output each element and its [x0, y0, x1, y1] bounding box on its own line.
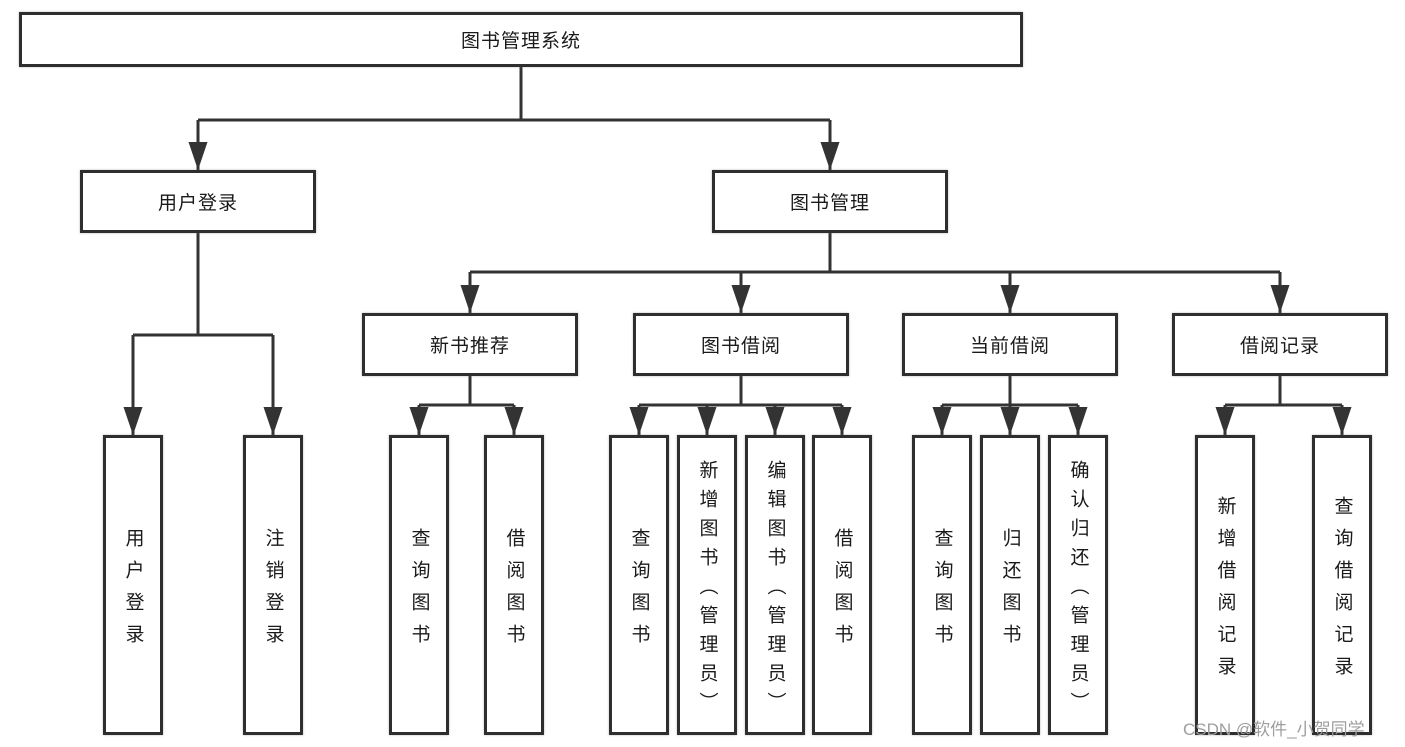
leaf-borrow-books-borrowing-label: 借阅图书: [831, 527, 853, 656]
leaf-return-books: 归还图书: [980, 435, 1040, 735]
leaf-add-borrowing-record: 新增借阅记录: [1195, 435, 1255, 735]
leaf-edit-books-admin: 编辑图书（管理员）: [745, 435, 805, 735]
node-new-book-recommendation: 新书推荐: [362, 313, 578, 376]
edge-records-rail: [1225, 376, 1342, 407]
leaf-add-borrowing-record-label: 新增借阅记录: [1214, 495, 1236, 688]
leaf-borrow-books-borrowing: 借阅图书: [812, 435, 872, 735]
leaf-query-borrowing-record: 查询借阅记录: [1312, 435, 1372, 735]
leaf-query-books-current-label: 查询图书: [931, 527, 953, 656]
edge-recommendation-rail: [419, 376, 514, 407]
node-book-management-label: 图书管理: [789, 193, 870, 214]
leaf-borrow-books-recommendation-label: 借阅图书: [503, 527, 525, 656]
node-borrowing-records-label: 借阅记录: [1239, 336, 1320, 357]
edge-current-rail: [942, 376, 1078, 407]
edge-book-management-rail: [470, 233, 1280, 274]
edge-root-rail: [198, 67, 830, 122]
node-borrowing-records: 借阅记录: [1172, 313, 1388, 376]
leaf-confirm-return-admin: 确认归还（管理员）: [1048, 435, 1108, 735]
node-current-borrowing: 当前借阅: [902, 313, 1118, 376]
node-book-borrowing: 图书借阅: [633, 313, 849, 376]
node-current-borrowing-label: 当前借阅: [969, 336, 1050, 357]
leaf-edit-books-admin-label: 编辑图书（管理员）: [764, 459, 786, 721]
node-user-login: 用户登录: [80, 170, 316, 233]
node-book-management: 图书管理: [712, 170, 948, 233]
leaf-add-books-admin: 新增图书（管理员）: [677, 435, 737, 735]
leaf-query-books-borrowing: 查询图书: [609, 435, 669, 735]
leaf-logout: 注销登录: [243, 435, 303, 735]
leaf-query-books-recommendation: 查询图书: [389, 435, 449, 735]
leaf-query-books-recommendation-label: 查询图书: [408, 527, 430, 656]
leaf-add-books-admin-label: 新增图书（管理员）: [696, 459, 718, 721]
leaf-user-login-label: 用户登录: [122, 527, 144, 656]
node-book-borrowing-label: 图书借阅: [700, 336, 781, 357]
leaf-borrow-books-recommendation: 借阅图书: [484, 435, 544, 735]
edge-user-login-rail: [133, 233, 273, 337]
leaf-return-books-label: 归还图书: [999, 527, 1021, 656]
leaf-query-borrowing-record-label: 查询借阅记录: [1331, 495, 1353, 688]
leaf-query-books-borrowing-label: 查询图书: [628, 527, 650, 656]
node-book-management-system-label: 图书管理系统: [460, 31, 581, 52]
leaf-confirm-return-admin-label: 确认归还（管理员）: [1067, 459, 1089, 721]
node-user-login-label: 用户登录: [157, 193, 238, 214]
leaf-query-books-current: 查询图书: [912, 435, 972, 735]
csdn-watermark: CSDN @软件_小贺同学: [1183, 720, 1365, 739]
node-new-book-recommendation-label: 新书推荐: [429, 336, 510, 357]
leaf-user-login: 用户登录: [103, 435, 163, 735]
edge-borrowing-rail: [639, 376, 842, 407]
node-book-management-system: 图书管理系统: [19, 12, 1023, 67]
leaf-logout-label: 注销登录: [262, 527, 284, 656]
